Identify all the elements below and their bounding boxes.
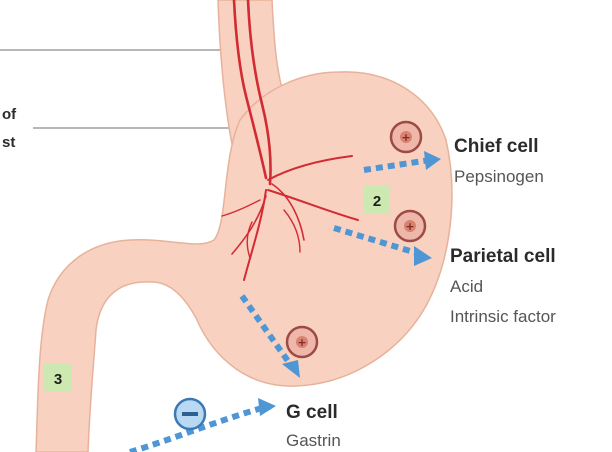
plus-cell-icon-parietal: +: [395, 211, 425, 241]
stomach-body: [36, 72, 452, 452]
badge-2: 2: [364, 186, 390, 214]
arrow-head-g-cell-bottom: [258, 398, 276, 416]
left-edge-label-2: st: [2, 134, 15, 151]
svg-text:+: +: [297, 336, 306, 349]
parietal-cell-product-2: Intrinsic factor: [450, 307, 556, 326]
g-cell-title: G cell: [286, 402, 338, 423]
svg-text:+: +: [401, 131, 410, 144]
badge-3: 3: [44, 364, 72, 392]
chief-cell-title: Chief cell: [454, 136, 538, 157]
minus-cell-icon: [175, 399, 205, 429]
chief-cell-product: Pepsinogen: [454, 167, 544, 186]
left-edge-label-1: of: [2, 106, 17, 123]
svg-text:3: 3: [54, 371, 62, 388]
plus-cell-icon-g-cell: +: [287, 327, 317, 357]
g-cell-product: Gastrin: [286, 431, 341, 450]
svg-text:+: +: [405, 220, 414, 233]
parietal-cell-title: Parietal cell: [450, 246, 556, 267]
parietal-cell-product-1: Acid: [450, 277, 483, 296]
plus-cell-icon-chief: +: [391, 122, 421, 152]
svg-text:2: 2: [373, 193, 381, 210]
